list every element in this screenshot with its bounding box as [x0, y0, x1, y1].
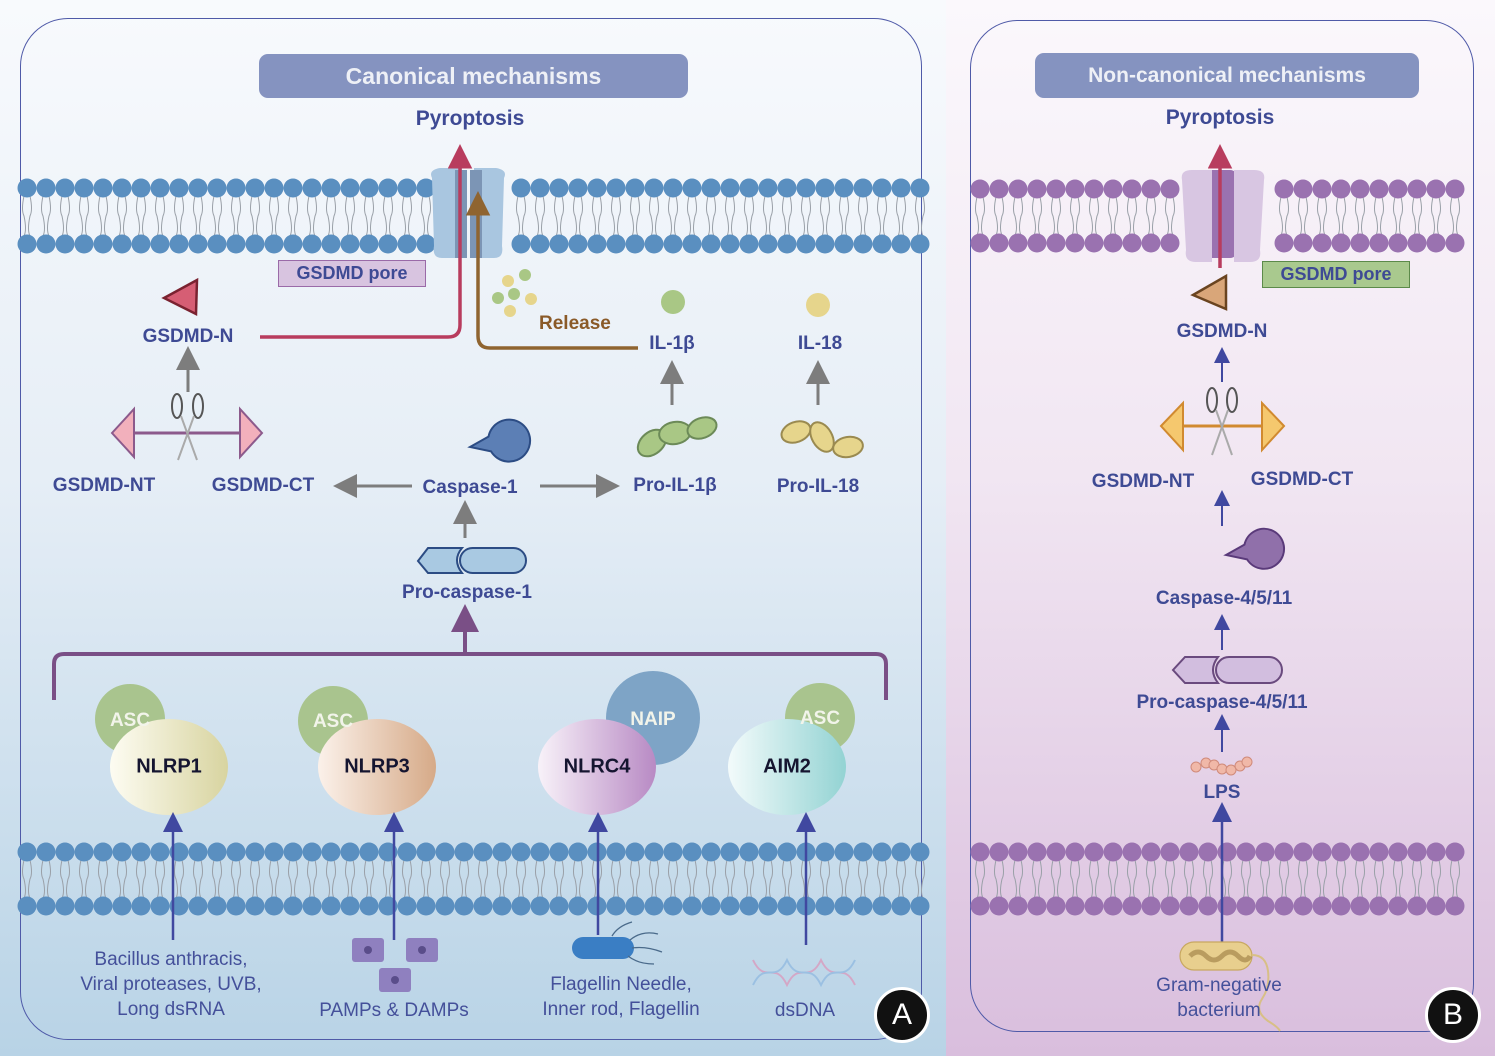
gram-negative-bacterium-icon	[1179, 941, 1281, 1032]
membrane-a-top	[17, 178, 930, 254]
gsdmd-nt-label-b: GSDMD-NT	[1091, 471, 1195, 492]
gram-negative-line-1: Gram-negative	[1156, 975, 1282, 996]
gsdmd-pore-label-b: GSDMD pore	[1262, 261, 1410, 288]
panel-a-title: Canonical mechanisms	[259, 54, 688, 98]
pyroptosis-label-b: Pyroptosis	[1165, 106, 1275, 129]
gsdmd-pore-label-a: GSDMD pore	[278, 260, 426, 287]
gsdmd-n-label-b: GSDMD-N	[1176, 321, 1268, 342]
pro-caspase-4-5-11-label: Pro-caspase-4/5/11	[1136, 692, 1308, 713]
nlrp1-blob	[110, 719, 228, 815]
panel-b-cell-frame	[970, 20, 1474, 1032]
pro-il-18-icon	[780, 420, 864, 459]
panel-a-badge: A	[874, 987, 930, 1043]
caspase-1-icon	[467, 418, 532, 463]
nlrc4-trigger-line-1: Flagellin Needle,	[550, 974, 692, 995]
gsdmd-ct-label-b: GSDMD-CT	[1250, 469, 1354, 490]
nlrp1-label: NLRP1	[136, 755, 202, 778]
naip-label: NAIP	[630, 709, 676, 730]
nlrp3-trigger-text: PAMPs & DAMPs	[319, 1000, 469, 1021]
asc-label-1: ASC	[109, 710, 151, 731]
il-18-icon	[806, 293, 830, 317]
caspase-1-label: Caspase-1	[422, 477, 518, 498]
lps-label: LPS	[1203, 782, 1241, 803]
pro-caspase-4-5-11-icon	[1171, 656, 1283, 684]
nlrp3-label: NLRP3	[344, 755, 410, 778]
nlrc4-blob	[538, 719, 656, 815]
nlrp1-trigger-line-2: Viral proteases, UVB,	[80, 974, 262, 995]
caspase-4-5-11-label: Caspase-4/5/11	[1155, 588, 1293, 609]
asc-label-3: ASC	[312, 711, 354, 732]
gsdmd-full-length-icon	[110, 406, 264, 460]
release-arrow	[465, 191, 638, 350]
pro-il-1b-icon	[636, 416, 718, 458]
dsdna-icon	[752, 957, 856, 988]
caspase-4-5-11-icon	[1223, 527, 1286, 570]
gsdmd-n-to-pore-arrow	[260, 144, 473, 339]
membrane-b-bottom	[970, 842, 1465, 916]
aim2-label: AIM2	[763, 755, 811, 778]
scissors-icon	[171, 393, 204, 461]
gsdmd-nt-label-a: GSDMD-NT	[52, 475, 156, 496]
nlrp1-trigger-line-3: Long dsRNA	[117, 999, 225, 1020]
gsdmd-ct-label-a: GSDMD-CT	[211, 475, 315, 496]
il-1b-icon	[661, 290, 685, 314]
pro-il-1b-label: Pro-IL-1β	[633, 475, 717, 496]
nlrp3-blob	[318, 719, 436, 815]
release-label: Release	[539, 313, 611, 334]
aim2-blob	[728, 719, 846, 815]
gsdmd-pore-b	[1181, 170, 1265, 262]
nlrc4-trigger-line-2: Inner rod, Flagellin	[542, 999, 700, 1020]
pyroptosis-label-a: Pyroptosis	[415, 107, 525, 130]
panel-b-title: Non-canonical mechanisms	[1035, 53, 1419, 98]
nlrc4-trigger-text: Flagellin Needle, Inner rod, Flagellin	[542, 972, 699, 1022]
inflammasome-bracket	[52, 652, 888, 700]
asc-label-aim2: ASC	[799, 708, 841, 729]
gsdmd-n-label-a: GSDMD-N	[142, 326, 234, 347]
pro-caspase-1-label: Pro-caspase-1	[402, 582, 532, 603]
il-18-label: IL-18	[797, 333, 843, 354]
lps-icon	[1190, 756, 1253, 776]
membrane-b-top	[970, 179, 1465, 253]
gsdmd-n-fragment-icon	[161, 277, 199, 316]
gsdmd-pore-a	[431, 168, 505, 258]
aim2-trigger-text: dsDNA	[774, 1000, 836, 1021]
nlrp1-trigger-line-1: Bacillus anthracis,	[94, 949, 248, 970]
gram-negative-line-2: bacterium	[1177, 1000, 1261, 1021]
gram-negative-trigger-text: Gram-negative bacterium	[1156, 973, 1282, 1023]
scissors-b-icon	[1206, 387, 1238, 456]
flagellated-bacterium-icon	[572, 921, 663, 965]
membrane-a-bottom	[17, 842, 930, 916]
il-1b-label: IL-1β	[649, 333, 695, 354]
pro-caspase-1-icon	[416, 547, 527, 574]
panel-a-cell-frame	[20, 18, 922, 1040]
panel-b-badge: B	[1425, 987, 1481, 1043]
pro-il-18-label: Pro-IL-18	[776, 476, 860, 497]
nlrc4-label: NLRC4	[563, 755, 631, 778]
nlrp1-trigger-text: Bacillus anthracis, Viral proteases, UVB…	[80, 947, 261, 1022]
pamps-damps-cells-icon	[352, 938, 438, 992]
released-cytokines-icon	[492, 269, 537, 317]
gsdmd-n-fragment-b-icon	[1190, 273, 1228, 311]
